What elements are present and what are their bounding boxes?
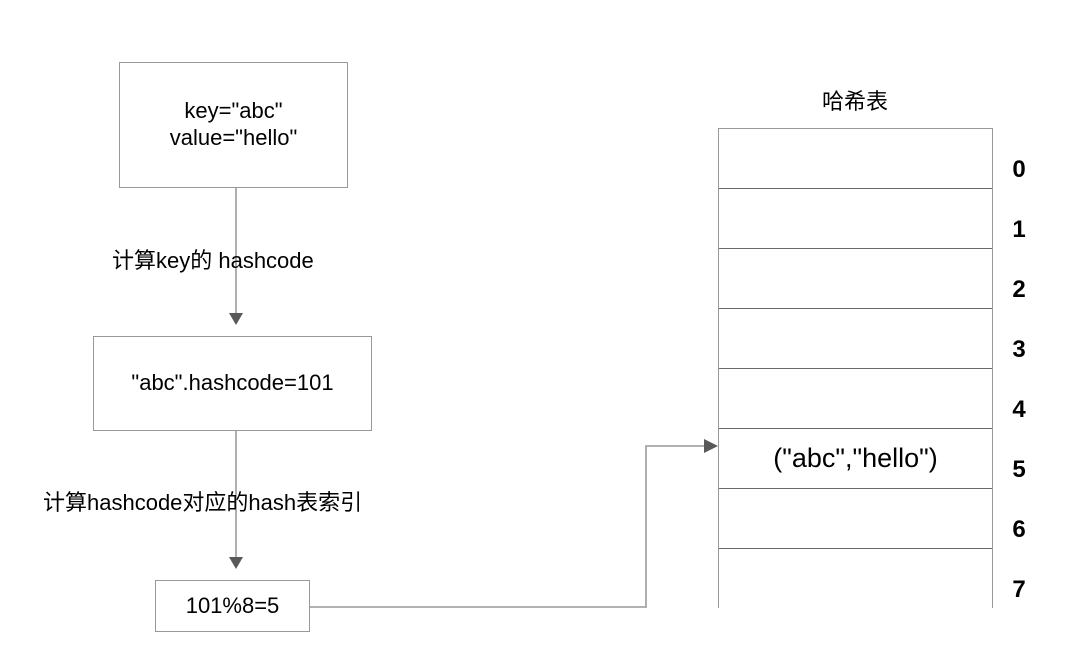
hash-table-index-label: 3: [1012, 336, 1026, 363]
hash-table-title: 哈希表: [821, 89, 888, 114]
hash-table-row: [719, 549, 992, 609]
hash-table-cell-value: ("abc","hello"): [773, 443, 938, 473]
node-input-line2: value="hello": [169, 125, 298, 150]
node-hashcode-text: "abc".hashcode=101: [131, 370, 334, 396]
node-input-keyvalue: key="abc" value="hello": [119, 62, 348, 188]
node-modulo-text: 101%8=5: [185, 592, 280, 618]
hash-table-index-label: 7: [1012, 576, 1026, 603]
node-hashcode-result: "abc".hashcode=101: [93, 336, 372, 431]
node-input-line1: key="abc": [184, 98, 283, 124]
node-modulo-result: 101%8=5: [155, 580, 310, 632]
hash-table-index-label: 6: [1012, 516, 1026, 543]
hash-table-index-label: 1: [1012, 216, 1026, 243]
connector-modulo-to-bucket-5: [310, 439, 718, 608]
hash-table-row: [719, 489, 992, 549]
edge-label-compute-hashcode: 计算key的 hashcode: [112, 248, 314, 273]
connector-input-to-hashcode: [229, 188, 243, 325]
hash-table-row: ("abc","hello"): [719, 429, 992, 489]
hash-table-index-column: 0 1 2 3 4 5 6 7: [1004, 128, 1044, 608]
connector-hashcode-to-modulo: [229, 431, 243, 569]
hash-table-row: [719, 129, 992, 189]
hash-table-row: [719, 189, 992, 249]
hash-table-index-label: 4: [1012, 396, 1026, 423]
hash-table: ("abc","hello"): [718, 128, 993, 609]
edge-label-compute-index: 计算hashcode对应的hash表索引: [43, 490, 363, 515]
hash-table-index-label: 2: [1012, 276, 1026, 303]
hash-table-index-label: 5: [1012, 456, 1026, 483]
hash-table-row: [719, 249, 992, 309]
hash-table-row: [719, 309, 992, 369]
hash-table-row: [719, 369, 992, 429]
hash-table-index-label: 0: [1012, 156, 1026, 183]
